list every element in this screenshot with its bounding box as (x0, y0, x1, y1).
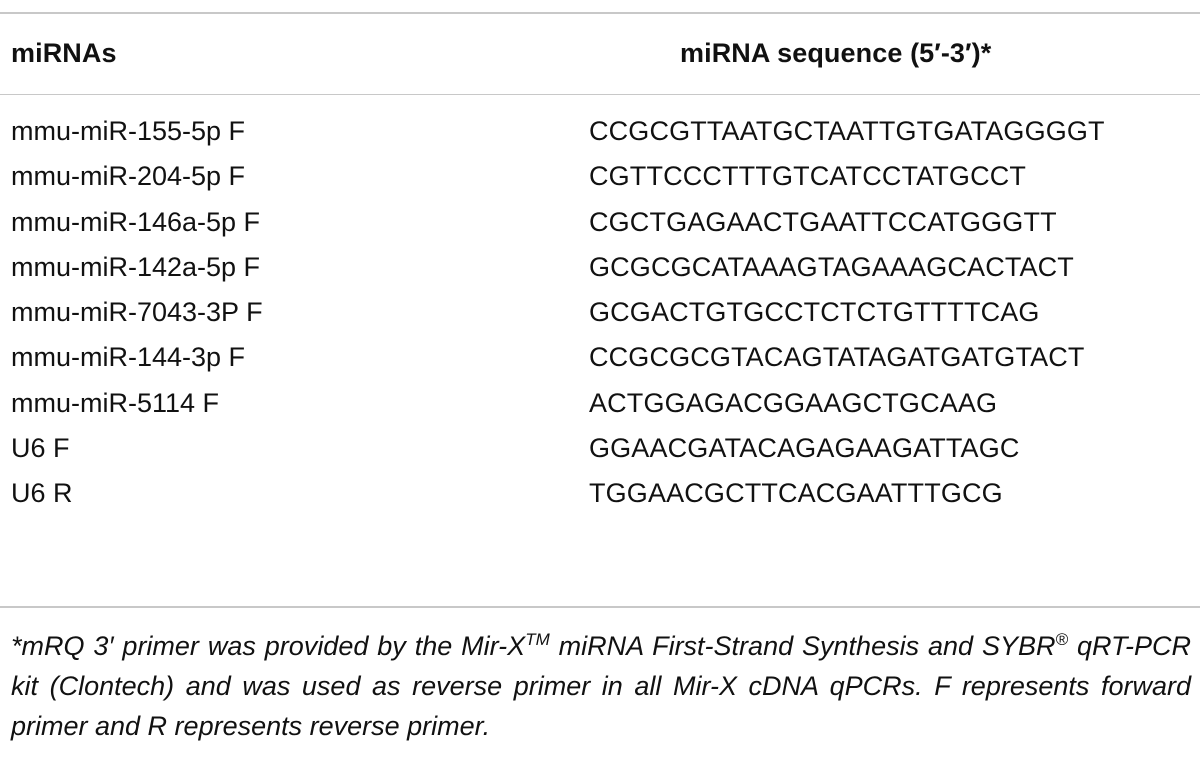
footnote-text-part3: qRT-PCR kit (Clontech) and was used as r… (11, 631, 1191, 741)
sequence-cell: CGCTGAGAACTGAATTCCATGGGTT (589, 206, 1057, 237)
table-bottom-rule (0, 606, 1200, 608)
sequence-cell: TGGAACGCTTCACGAATTTGCG (589, 478, 1003, 509)
trademark-superscript: TM (525, 630, 550, 649)
mirna-name-cell: mmu-miR-5114 F (11, 387, 220, 418)
table-row: mmu-miR-142a-5p F GCGCGCATAAAGTAGAAAGCAC… (0, 252, 1200, 297)
mirna-name-cell: U6 R (11, 478, 73, 509)
mirna-name-cell: mmu-miR-144-3p F (11, 342, 246, 373)
table-row: U6 F GGAACGATACAGAGAAGATTAGC (0, 433, 1200, 478)
table-footnote: *mRQ 3′ primer was provided by the Mir-X… (11, 626, 1191, 746)
table-row: mmu-miR-7043-3P F GCGACTGTGCCTCTCTGTTTTC… (0, 297, 1200, 342)
table-body: mmu-miR-155-5p F CCGCGTTAATGCTAATTGTGATA… (0, 116, 1200, 524)
footnote-text-part2: miRNA First-Strand Synthesis and SYBR (549, 631, 1056, 661)
header-divider-rule (0, 94, 1200, 95)
sequence-cell: GCGCGCATAAAGTAGAAAGCACTACT (589, 251, 1074, 282)
sequence-cell: GCGACTGTGCCTCTCTGTTTTCAG (589, 297, 1040, 328)
table-row: mmu-miR-155-5p F CCGCGTTAATGCTAATTGTGATA… (0, 116, 1200, 161)
sequence-cell: GGAACGATACAGAGAAGATTAGC (589, 433, 1020, 464)
sequence-cell: CCGCGTTAATGCTAATTGTGATAGGGGT (589, 116, 1105, 146)
table-row: mmu-miR-146a-5p F CGCTGAGAACTGAATTCCATGG… (0, 207, 1200, 252)
table-top-rule (0, 12, 1200, 14)
sequence-cell: CCGCGCGTACAGTATAGATGATGTACT (589, 342, 1085, 373)
mirna-name-cell: mmu-miR-142a-5p F (11, 251, 261, 282)
sequence-cell: ACTGGAGACGGAAGCTGCAAG (589, 387, 998, 418)
mirna-name-cell: mmu-miR-204-5p F (11, 161, 246, 192)
registered-superscript: ® (1055, 630, 1069, 649)
table-row: mmu-miR-5114 F ACTGGAGACGGAAGCTGCAAG (0, 388, 1200, 433)
footnote-text-part1: *mRQ 3′ primer was provided by the Mir-X (11, 631, 526, 661)
column-header-sequence: miRNA sequence (5′-3′)* (680, 38, 992, 68)
mirna-name-cell: mmu-miR-7043-3P F (11, 297, 263, 328)
table-row: U6 R TGGAACGCTTCACGAATTTGCG (0, 478, 1200, 523)
mirna-name-cell: U6 F (11, 433, 70, 464)
table-row: mmu-miR-204-5p F CGTTCCCTTTGTCATCCTATGCC… (0, 161, 1200, 206)
sequence-cell: CGTTCCCTTTGTCATCCTATGCCT (589, 161, 1027, 192)
mirna-name-cell: mmu-miR-146a-5p F (11, 206, 261, 237)
mirna-name-cell: mmu-miR-155-5p F (11, 116, 246, 146)
column-header-mirnas: miRNAs (11, 38, 117, 68)
table-row: mmu-miR-144-3p F CCGCGCGTACAGTATAGATGATG… (0, 342, 1200, 387)
